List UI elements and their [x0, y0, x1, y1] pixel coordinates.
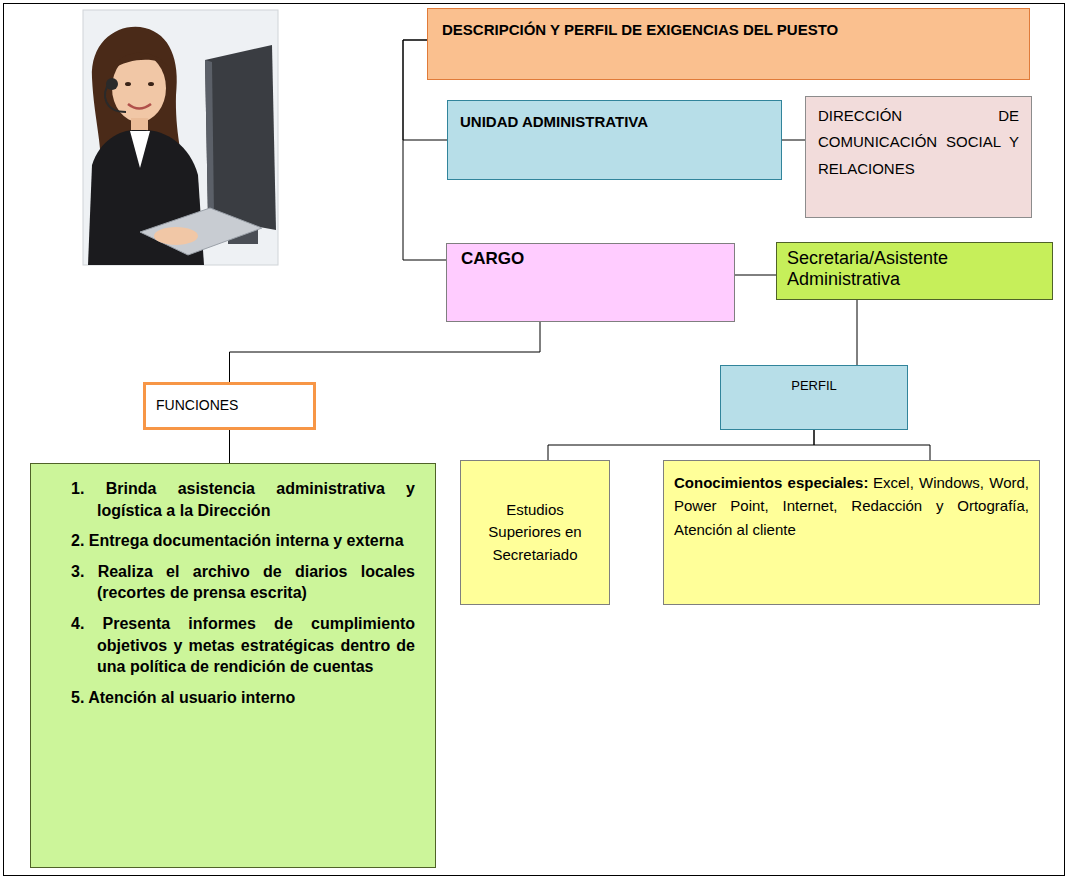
shirt: [130, 131, 150, 168]
node-text: CARGO: [461, 248, 720, 269]
connector-line: [548, 430, 814, 460]
position-box: CARGO: [446, 243, 735, 322]
keyboard: [140, 208, 262, 255]
outer-frame: [4, 4, 1065, 876]
functions-heading-box: FUNCIONES: [143, 382, 316, 430]
headset-earpiece: [106, 78, 118, 90]
node-text: DESCRIPCIÓN Y PERFIL DE EXIGENCIAS DEL P…: [442, 21, 1015, 40]
function-item: 4. Presenta informes de cumplimiento obj…: [71, 613, 415, 678]
profile-box: PERFIL: [720, 365, 908, 430]
function-item: 2. Entrega documentación interna y exter…: [71, 530, 415, 552]
function-item: 1. Brinda asistencia administrativa y lo…: [71, 478, 415, 521]
text-paragraph: Conocimientos especiales:Excel, Windows,…: [674, 471, 1029, 541]
function-item: 3. Realiza el archivo de diarios locales…: [71, 561, 415, 604]
monitor-screen: [205, 45, 276, 230]
node-text: Conocimientos especiales:: [674, 474, 873, 491]
header-box: DESCRIPCIÓN Y PERFIL DE EXIGENCIAS DEL P…: [427, 8, 1030, 80]
office-photo: [83, 10, 278, 265]
studies-box: Estudios Superiores en Secretariado: [460, 460, 610, 605]
photo-ground: [83, 10, 278, 265]
connector-line: [229, 430, 230, 464]
position-name-box: Secretaria/Asistente Administrativa: [776, 242, 1053, 300]
connector-line: [857, 300, 858, 365]
hands: [154, 227, 198, 245]
eye: [148, 82, 154, 86]
connector-line: [230, 322, 541, 382]
node-text: PERFIL: [729, 378, 899, 394]
smile: [128, 104, 151, 109]
unit-name-box: DIRECCIÓN DE COMUNICACIÓN SOCIAL Y RELAC…: [805, 96, 1032, 218]
fringe: [112, 53, 168, 70]
node-text: DIRECCIÓN DE COMUNICACIÓN SOCIAL Y RELAC…: [818, 103, 1019, 182]
connector-line: [782, 140, 805, 141]
knowledge-box: Conocimientos especiales:Excel, Windows,…: [663, 460, 1040, 605]
monitor-edge: [205, 60, 214, 218]
functions-list-box: 1. Brinda asistencia administrativa y lo…: [30, 463, 436, 868]
connector-line: [814, 430, 930, 460]
node-text: Secretaria/Asistente Administrativa: [787, 248, 1042, 289]
node-text: FUNCIONES: [156, 397, 303, 415]
node-text: UNIDAD ADMINISTRATIVA: [460, 113, 769, 132]
eye: [125, 82, 131, 86]
unit-box: UNIDAD ADMINISTRATIVA: [447, 100, 782, 180]
photo-frame: [83, 10, 278, 265]
connector-line: [735, 275, 776, 276]
function-item: 5. Atención al usuario interno: [71, 687, 415, 709]
node-text: Estudios Superiores en Secretariado: [469, 499, 601, 567]
